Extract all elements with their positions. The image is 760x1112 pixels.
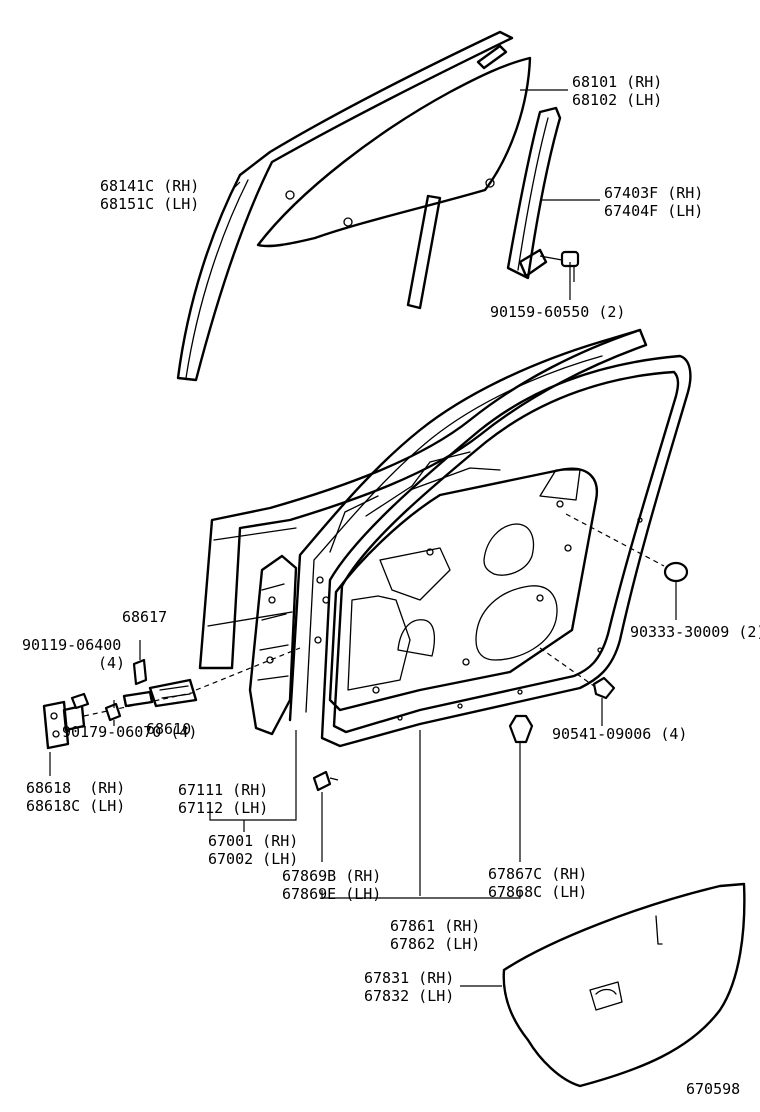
label-check-clip: 68617 [122, 608, 167, 626]
label-channel-bolt: 90159-60550 (2) [490, 303, 625, 321]
label-panel-sub-rh: 67111 (RH) [178, 781, 268, 799]
door-panel-part [198, 328, 648, 722]
clip-right-part [539, 647, 616, 700]
label-hinge-bolt2: 90179-06070 (4) [62, 723, 197, 741]
clip-lower-part [312, 770, 339, 792]
label-rear-channel-lh: 67404F (LH) [604, 202, 703, 220]
label-glass-rh: 68101 (RH) [572, 73, 662, 91]
label-clip-weather-lh: 67868C (LH) [488, 883, 587, 901]
label-clip-lower-lh: 67869E (LH) [282, 885, 381, 903]
label-glass-lh: 68102 (LH) [572, 91, 662, 109]
label-panel-sub-lh: 67112 (LH) [178, 799, 268, 817]
label-glass-run-lh: 68151C (LH) [100, 195, 199, 213]
label-plug: 90333-30009 (2) [630, 623, 760, 641]
label-glass-run-rh: 68141C (RH) [100, 177, 199, 195]
part-labels: 68101 (RH) 68102 (LH) 68141C (RH) 68151C… [22, 73, 760, 1098]
plug-part [663, 561, 689, 583]
label-hinge-rh: 68618 (RH) [26, 779, 125, 797]
glass-run-part [176, 30, 514, 382]
leader-lines [49, 89, 677, 987]
weatherstrip-part [320, 354, 692, 748]
door-glass-part [256, 56, 532, 310]
label-service-cover-rh: 67831 (RH) [364, 969, 454, 987]
label-door-panel-lh: 67002 (LH) [208, 850, 298, 868]
label-hinge-bolt: 90119-06400 [22, 636, 121, 654]
door-inner-panel-part [314, 467, 599, 712]
door-inner-frame-part [248, 554, 298, 736]
clip-weatherstrip-part [508, 714, 534, 744]
label-clip-lower-rh: 67869B (RH) [282, 867, 381, 885]
figure-number: 670598 [686, 1080, 740, 1098]
channel-bolt-part [539, 250, 580, 282]
label-weatherstrip-rh: 67861 (RH) [390, 917, 480, 935]
label-hinge-lh: 68618C (LH) [26, 797, 125, 815]
label-rear-channel-rh: 67403F (RH) [604, 184, 703, 202]
rear-channel-part [506, 106, 562, 280]
service-cover-part [502, 882, 746, 1088]
label-service-cover-lh: 67832 (LH) [364, 987, 454, 1005]
label-clip-weather-rh: 67867C (RH) [488, 865, 587, 883]
door-check-part [122, 647, 301, 708]
label-door-panel-rh: 67001 (RH) [208, 832, 298, 850]
hinge-bolt-part [70, 692, 122, 722]
label-check: 68610 [146, 720, 191, 738]
label-weatherstrip-lh: 67862 (LH) [390, 935, 480, 953]
label-clip-right: 90541-09006 (4) [552, 725, 687, 743]
check-clip-part [132, 658, 148, 686]
label-hinge-bolt-qty: (4) [98, 654, 125, 672]
